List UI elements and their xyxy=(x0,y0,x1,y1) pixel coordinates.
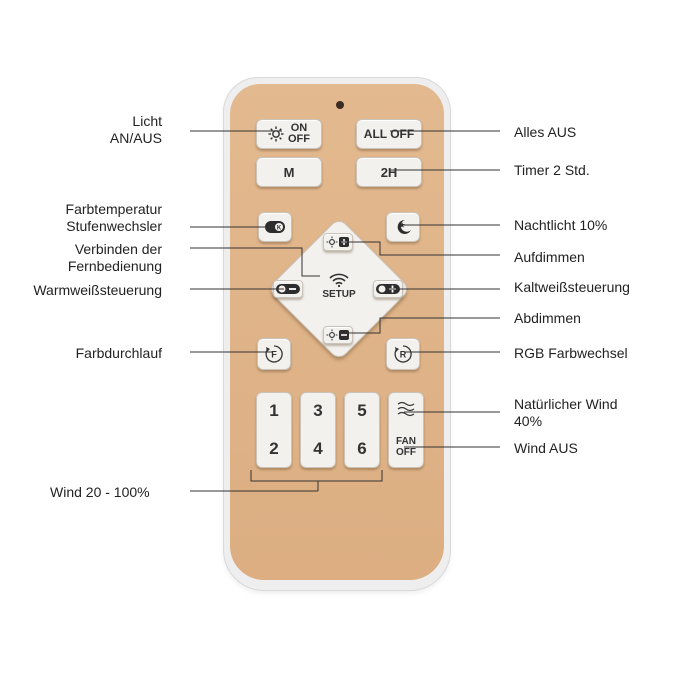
label-light-line1: Licht xyxy=(132,113,162,129)
label-dim-up: Aufdimmen xyxy=(514,249,585,265)
label-night-light: Nachtlicht 10% xyxy=(514,217,608,233)
label-wind: Wind 20 - 100% xyxy=(50,484,150,500)
fan-text: FAN xyxy=(396,436,416,447)
setup-label: SETUP xyxy=(322,288,356,300)
label-natural-wind: Natürlicher Wind 40% xyxy=(514,396,664,430)
color-cycle-f-icon: F xyxy=(265,345,283,363)
rgb-cycle-r-icon: R xyxy=(394,345,412,363)
label-connect-line2: Fernbedienung xyxy=(67,258,162,274)
number-1: 1 xyxy=(269,401,279,420)
number-5: 5 xyxy=(357,401,367,420)
svg-text:F: F xyxy=(271,350,277,360)
label-color-cycle: Farbdurchlauf xyxy=(75,345,162,361)
label-color-temp-line2: Stufenwechsler xyxy=(66,218,162,234)
moon-star-icon xyxy=(397,219,411,234)
label-dim-down: Abdimmen xyxy=(514,310,581,326)
wind-speed-button-5-6[interactable] xyxy=(344,392,380,468)
wind-speed-button-1-2[interactable] xyxy=(256,392,292,468)
label-color-temp: Farbtemperatur Stufenwechsler xyxy=(20,201,162,235)
setup-button[interactable]: SETUP xyxy=(316,264,362,308)
label-connect-remote: Verbinden der Fernbedienung xyxy=(20,241,162,275)
fan-off-word: OFF xyxy=(396,447,416,458)
night-light-button[interactable] xyxy=(386,212,420,242)
label-light-line2: AN/AUS xyxy=(109,130,162,146)
number-4: 4 xyxy=(313,439,323,458)
wind-speed-button-3-4[interactable] xyxy=(300,392,336,468)
label-connect-line1: Verbinden der xyxy=(74,241,162,257)
label-natural-wind-line2: 40% xyxy=(514,413,543,429)
label-light: Licht AN/AUS xyxy=(60,113,162,147)
wifi-icon xyxy=(329,273,349,287)
label-cold-white: Kaltweißsteuerung xyxy=(514,279,630,295)
light-on-off-button[interactable]: ON OFF xyxy=(256,119,322,149)
wind-waves-icon xyxy=(397,401,415,417)
label-natural-wind-line1: Natürlicher Wind xyxy=(514,396,618,412)
label-all-off: Alles AUS xyxy=(514,124,577,140)
label-warm-white: Warmweißsteuerung xyxy=(33,282,162,298)
timer-2h-button[interactable]: 2H xyxy=(356,157,422,187)
label-rgb: RGB Farbwechsel xyxy=(514,345,628,361)
number-2: 2 xyxy=(269,439,279,458)
label-wind-off: Wind AUS xyxy=(514,440,578,456)
svg-text:K: K xyxy=(277,226,282,232)
sun-icon xyxy=(268,126,284,142)
svg-text:R: R xyxy=(400,350,407,360)
number-6: 6 xyxy=(357,439,367,458)
number-3: 3 xyxy=(313,401,323,420)
all-off-button[interactable]: ALL OFF xyxy=(356,119,422,149)
rgb-color-change-button[interactable]: R xyxy=(386,338,420,370)
label-timer: Timer 2 Std. xyxy=(514,162,590,178)
label-color-temp-line1: Farbtemperatur xyxy=(65,201,162,217)
on-text: ON xyxy=(290,122,308,134)
off-text: OFF xyxy=(288,133,310,145)
fan-off-text: FAN OFF xyxy=(388,436,424,458)
mode-m-button[interactable]: M xyxy=(256,157,322,187)
color-temp-icon: K xyxy=(265,221,285,233)
color-cycle-button[interactable]: F xyxy=(257,338,291,370)
ir-indicator-dot xyxy=(336,101,344,109)
on-off-text: ON OFF xyxy=(288,123,310,145)
